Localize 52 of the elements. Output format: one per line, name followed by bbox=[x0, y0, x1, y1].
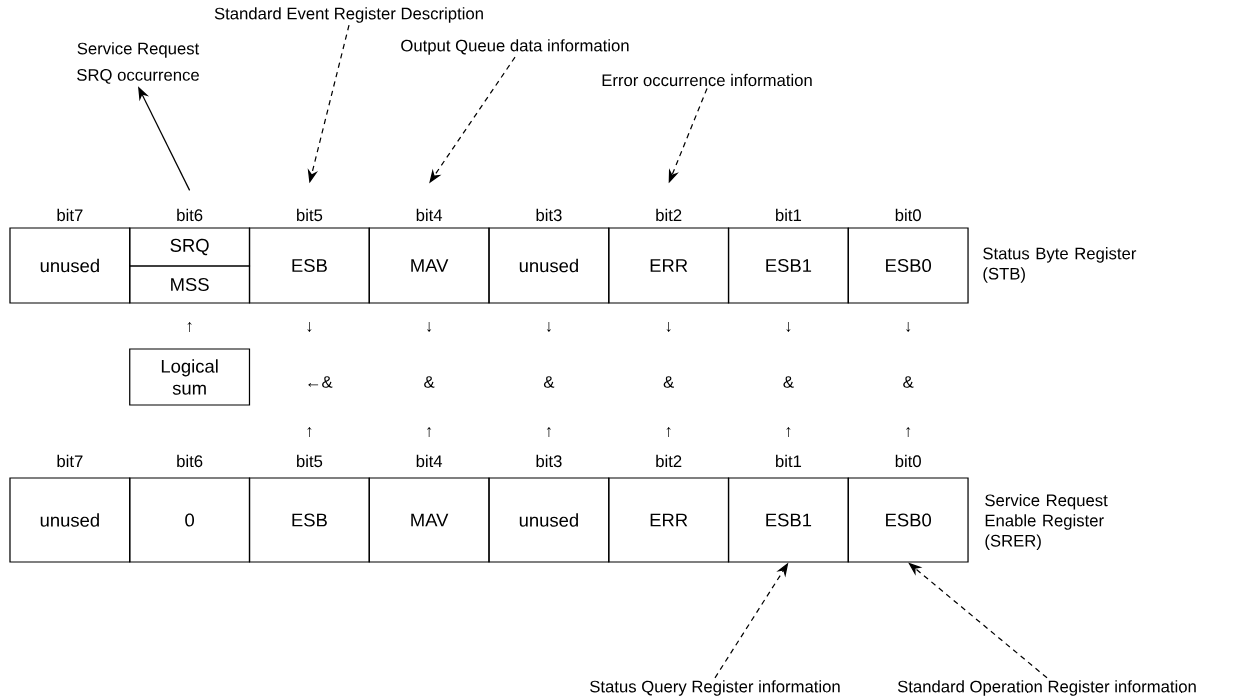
arrow-symbol: ↓ bbox=[546, 322, 551, 332]
annotation-text: Standard Operation Register information bbox=[897, 680, 1196, 696]
and-symbol: ←& bbox=[308, 376, 333, 388]
arrow-symbol: ↑ bbox=[427, 427, 432, 437]
register-cell: ERR bbox=[608, 477, 730, 563]
arrow-symbol: ↓ bbox=[786, 322, 791, 332]
register-cell: ERR bbox=[608, 227, 730, 304]
register-cell: MAV bbox=[368, 227, 490, 304]
arrow-symbol: ↓ bbox=[307, 322, 312, 332]
arrow-symbol: ↑ bbox=[187, 322, 192, 332]
and-symbol: & bbox=[783, 376, 794, 388]
register-cell: ESB bbox=[248, 227, 370, 304]
arrow-symbol: ↓ bbox=[427, 322, 432, 332]
arrow-symbol: ↑ bbox=[546, 427, 551, 437]
register-cell: ESB1 bbox=[727, 477, 849, 563]
bit-label: bit1 bbox=[776, 208, 802, 222]
register-cell: unused bbox=[9, 477, 131, 563]
register-cell: ESB bbox=[248, 477, 370, 563]
annotation-text: Standard Event Register Description bbox=[214, 7, 483, 23]
arrow-symbol: ↑ bbox=[307, 427, 312, 437]
annotation-text: Error occurrence information bbox=[602, 73, 812, 87]
register-cell: ESB0 bbox=[847, 227, 969, 304]
logical-sum-box: Logical sum bbox=[129, 348, 251, 406]
and-symbol: & bbox=[543, 376, 555, 388]
register-cell: unused bbox=[488, 477, 610, 563]
bit-label: bit0 bbox=[895, 454, 921, 468]
register-cell: 0 bbox=[129, 477, 251, 563]
arrow-symbol: ↑ bbox=[786, 427, 791, 437]
register-cell: unused bbox=[9, 227, 131, 304]
annotation-text: Output Queue data information bbox=[401, 39, 629, 55]
bit-label: bit1 bbox=[776, 454, 802, 468]
register-cell: SRQ bbox=[129, 227, 251, 267]
bit-label: bit3 bbox=[536, 454, 562, 468]
and-symbol: & bbox=[903, 376, 914, 388]
arrow-symbol: ↑ bbox=[906, 427, 911, 437]
register-name: Service Request Enable Register (SRER) bbox=[985, 494, 1108, 550]
register-cell: MAV bbox=[368, 477, 490, 563]
arrow-symbol: ↑ bbox=[666, 427, 671, 437]
register-cell: MSS bbox=[129, 265, 251, 304]
annotation-text: Service Request SRQ occurrence bbox=[77, 42, 200, 84]
arrow-symbol: ↓ bbox=[906, 322, 911, 332]
annotation-text: Status Query Register information bbox=[590, 680, 840, 696]
bit-label: bit0 bbox=[895, 208, 921, 222]
register-cell: ESB0 bbox=[847, 477, 969, 563]
and-symbol: & bbox=[424, 376, 435, 388]
bit-label: bit7 bbox=[57, 208, 83, 222]
register-cell: ESB1 bbox=[727, 227, 849, 304]
bit-label: bit3 bbox=[536, 208, 562, 222]
register-cell: unused bbox=[488, 227, 610, 304]
arrow-symbol: ↓ bbox=[666, 322, 671, 332]
and-symbol: & bbox=[663, 376, 674, 388]
bit-label: bit7 bbox=[57, 454, 83, 468]
